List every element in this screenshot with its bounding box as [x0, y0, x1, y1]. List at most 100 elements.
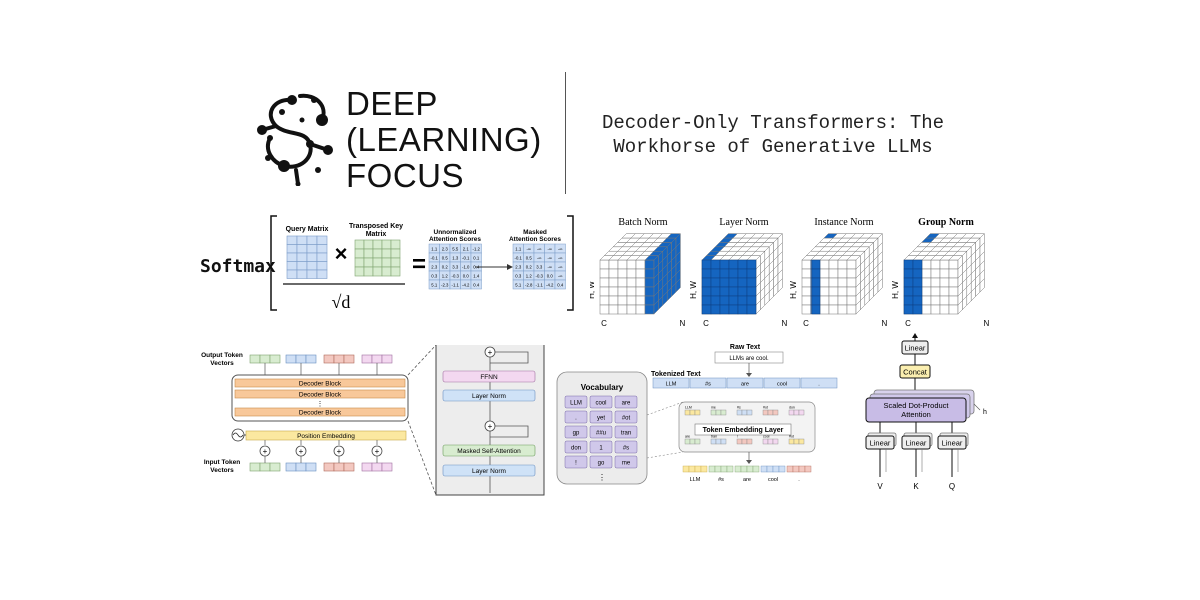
cube-highlight-cell: [737, 286, 748, 297]
cube-front-cell: [635, 268, 646, 279]
masked-score-value: -∞: [548, 246, 553, 251]
key-matrix-label-2: Matrix: [366, 231, 387, 238]
unnormalized-score-value: -0.1: [431, 255, 439, 260]
embedding-mini-cell: [689, 409, 696, 416]
vocab-cell: [589, 455, 613, 469]
query-matrix-cell: [316, 244, 328, 254]
output-token-vector-cell: [295, 354, 307, 364]
norm-cube-0: H, WCN: [590, 232, 686, 327]
vocabulary-more: ⋮: [598, 473, 606, 482]
output-token-vector-cell: [259, 354, 271, 364]
cube-front-cell: [948, 304, 959, 315]
cube-highlight-cell: [746, 304, 757, 315]
query-matrix-cell: [296, 261, 308, 271]
masked-score-value: -1.1: [536, 282, 544, 287]
axis-hw-label: H, W: [590, 281, 596, 299]
output-embedding-cell: [688, 465, 696, 473]
cube-front-cell: [599, 286, 610, 297]
cube-front-cell: [930, 286, 941, 297]
cube-highlight-cell: [710, 259, 721, 270]
mha-input-label: Q: [949, 482, 955, 491]
masked-score-value: -∞: [527, 246, 532, 251]
masked-score-value: 2.3: [515, 264, 522, 269]
cube-front-cell: [837, 268, 848, 279]
cube-highlight-cell: [811, 259, 821, 270]
normalization-diagrams: Batch Norm Layer Norm Instance Norm Grou…: [590, 212, 990, 327]
key-matrix-cell: [372, 266, 383, 277]
unnormalized-score-value: 1.1: [431, 246, 438, 251]
output-token-vector-cell: [305, 354, 317, 364]
cube-front-cell: [599, 277, 610, 288]
vocab-cell: [614, 395, 638, 409]
softmax-label: Softmax: [200, 256, 276, 277]
input-token-vector-cell: [381, 462, 393, 472]
unnormalized-score-value: 2.3: [442, 246, 449, 251]
output-label-2: Vectors: [210, 360, 234, 367]
cube-front-cell: [599, 259, 610, 270]
cube-front-cell: [837, 259, 848, 270]
embedding-mini-cell: [772, 438, 779, 445]
cube-front-cell: [801, 304, 812, 315]
decoder-block-3: [234, 407, 406, 417]
cube-highlight-cell: [811, 286, 821, 297]
unnormalized-score-value: 1.2: [442, 273, 449, 278]
embedding-layer-label: Token Embedding Layer: [703, 427, 784, 434]
cube-front-cell: [846, 259, 857, 270]
output-token-vector-cell: [249, 354, 261, 364]
embedding-mini-cell: [715, 438, 722, 445]
cube-side-cell: [777, 277, 783, 293]
output-embedding-cell: [726, 465, 734, 473]
cube-highlight-cell: [701, 286, 712, 297]
cube-highlight-cell: [701, 277, 712, 288]
vocab-cell-label: cool: [595, 401, 606, 407]
vocab-cell: [564, 440, 588, 454]
embedding-mini-cell: [798, 438, 805, 445]
vocab-cell-label: 1: [599, 446, 603, 452]
cube-highlight-cell: [912, 259, 923, 270]
cube-highlight-cell: [903, 295, 914, 306]
cube-highlight-cell: [912, 277, 923, 288]
masked-score-value: 0.3: [515, 273, 522, 278]
equals-sign: =: [412, 251, 426, 278]
sdpa-label-1: Scaled Dot-Product: [883, 401, 949, 410]
axis-n-label: N: [680, 319, 686, 327]
decoder-block-1: [234, 378, 406, 388]
axis-c-label: C: [803, 319, 809, 327]
token-cell: [800, 377, 838, 389]
embedding-mini-cell: [684, 409, 691, 416]
masked-self-attention-label: Masked Self-Attention: [457, 448, 521, 455]
cube-front-cell: [948, 295, 959, 306]
output-token-vector-cell: [323, 354, 335, 364]
token-label: cool: [777, 382, 787, 388]
embedding-mini-cell: [788, 438, 795, 445]
embedding-mini-cell: [710, 438, 717, 445]
query-matrix-cell: [316, 261, 328, 271]
cube-front-cell: [921, 304, 932, 315]
output-token-vector-cell: [285, 354, 297, 364]
unnormalized-score-value: 0.1: [473, 255, 480, 260]
norm-title-group: Group Norm: [918, 217, 974, 228]
vocab-cell: [614, 440, 638, 454]
cube-front-cell: [939, 286, 950, 297]
embedding-mini-label: tran: [711, 435, 717, 439]
embedding-mini-cell: [736, 409, 743, 416]
cube-front-cell: [626, 268, 637, 279]
cube-highlight-cell: [728, 259, 739, 270]
cube-front-cell: [644, 277, 655, 288]
embedding-mini-cell: [762, 409, 769, 416]
cube-front-cell: [635, 286, 646, 297]
token-label: LLM: [666, 382, 677, 388]
cube-front-cell: [948, 277, 959, 288]
query-matrix-cell: [286, 235, 298, 245]
cube-front-cell: [644, 259, 655, 270]
cube-highlight-cell: [903, 268, 914, 279]
output-embedding-cell: [772, 465, 780, 473]
vocab-cell: [564, 395, 588, 409]
axis-n-label: N: [782, 319, 788, 327]
masked-score-value: -∞: [537, 246, 542, 251]
masked-score-value: -∞: [548, 264, 553, 269]
cube-front-cell: [828, 277, 839, 288]
embedding-mini-cell: [741, 438, 748, 445]
norm-title-batch: Batch Norm: [618, 217, 667, 228]
